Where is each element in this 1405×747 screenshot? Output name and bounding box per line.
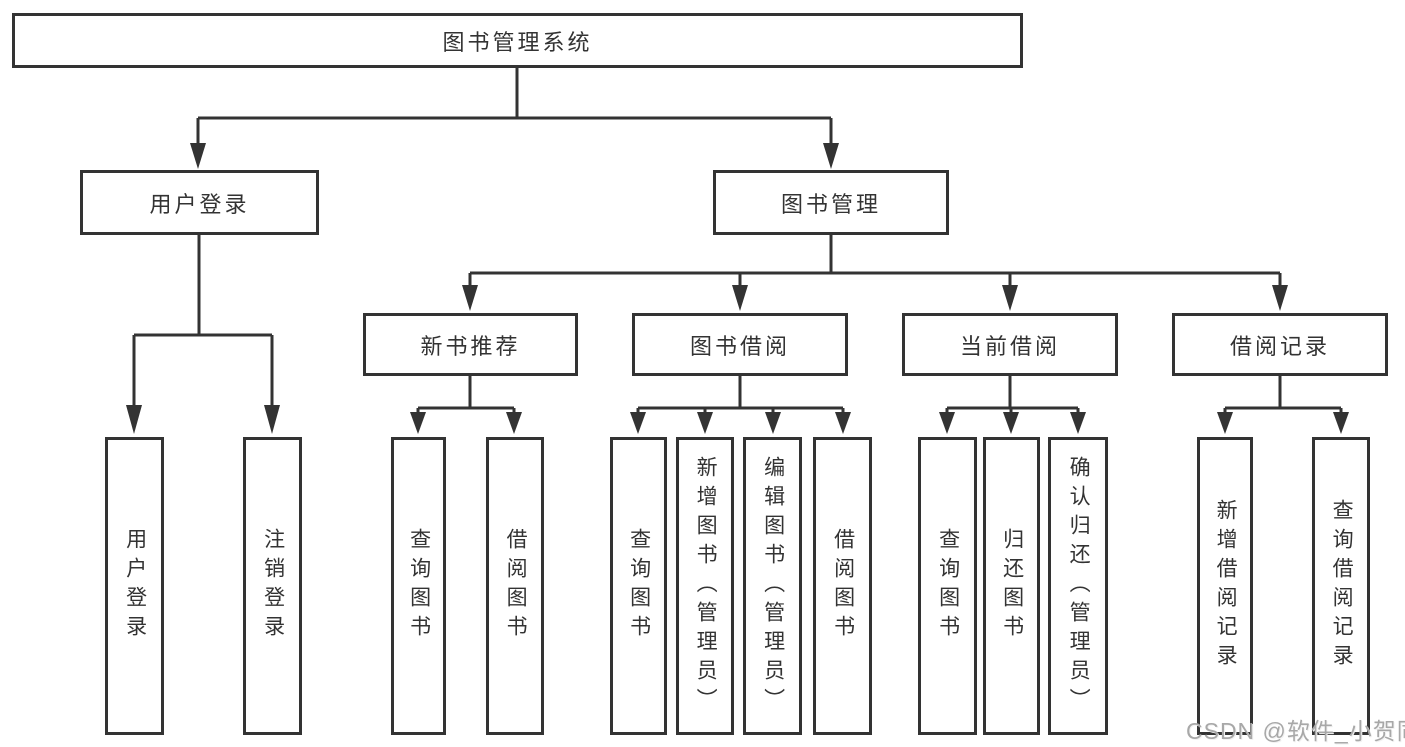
- leaf-user-login: 用户登录: [105, 437, 164, 735]
- node-book-borrow-label: 图书借阅: [689, 333, 790, 359]
- node-root: 图书管理系统: [12, 13, 1023, 68]
- leaf-recommend-borrow-book-label: 借阅图书: [504, 528, 528, 644]
- node-user-login: 用户登录: [80, 170, 319, 235]
- leaf-borrow-query-book: 查询图书: [610, 437, 667, 735]
- csdn-watermark: CSDN @软件_小贺同学: [1186, 718, 1405, 744]
- leaf-confirm-return-admin-label: 确认归还（管理员）: [1067, 455, 1091, 717]
- leaf-query-borrow-record-label: 查询借阅记录: [1330, 499, 1354, 673]
- arrowheads: [126, 143, 1349, 434]
- leaf-add-book-admin: 新增图书（管理员）: [676, 437, 734, 735]
- leaf-return-book: 归还图书: [983, 437, 1040, 735]
- node-user-login-label: 用户登录: [149, 191, 250, 217]
- node-book-borrow: 图书借阅: [632, 313, 848, 376]
- leaf-add-borrow-record-label: 新增借阅记录: [1214, 499, 1238, 673]
- node-current-borrow: 当前借阅: [902, 313, 1118, 376]
- node-book-management-label: 图书管理: [780, 191, 881, 217]
- leaf-user-login-label: 用户登录: [123, 528, 147, 644]
- leaf-current-query-book-label: 查询图书: [936, 528, 960, 644]
- leaf-edit-book-admin-label: 编辑图书（管理员）: [761, 455, 785, 717]
- leaf-add-borrow-record: 新增借阅记录: [1197, 437, 1253, 735]
- node-new-book-recommend: 新书推荐: [363, 313, 578, 376]
- node-new-book-recommend-label: 新书推荐: [420, 333, 521, 359]
- leaf-recommend-query-book: 查询图书: [391, 437, 446, 735]
- leaf-query-borrow-record: 查询借阅记录: [1312, 437, 1370, 735]
- node-root-label: 图书管理系统: [442, 29, 593, 55]
- leaf-recommend-borrow-book: 借阅图书: [486, 437, 544, 735]
- leaf-borrow-borrow-book: 借阅图书: [813, 437, 872, 735]
- leaf-current-query-book: 查询图书: [918, 437, 977, 735]
- leaf-recommend-query-book-label: 查询图书: [407, 528, 431, 644]
- node-borrow-record-label: 借阅记录: [1229, 333, 1330, 359]
- leaf-confirm-return-admin: 确认归还（管理员）: [1048, 437, 1108, 735]
- node-current-borrow-label: 当前借阅: [959, 333, 1060, 359]
- leaf-borrow-query-book-label: 查询图书: [627, 528, 651, 644]
- leaf-borrow-borrow-book-label: 借阅图书: [831, 528, 855, 644]
- node-borrow-record: 借阅记录: [1172, 313, 1388, 376]
- node-book-management: 图书管理: [713, 170, 949, 235]
- leaf-return-book-label: 归还图书: [1000, 528, 1024, 644]
- leaf-edit-book-admin: 编辑图书（管理员）: [743, 437, 802, 735]
- leaf-logout-login-label: 注销登录: [261, 528, 285, 644]
- leaf-add-book-admin-label: 新增图书（管理员）: [694, 455, 718, 717]
- leaf-logout-login: 注销登录: [243, 437, 302, 735]
